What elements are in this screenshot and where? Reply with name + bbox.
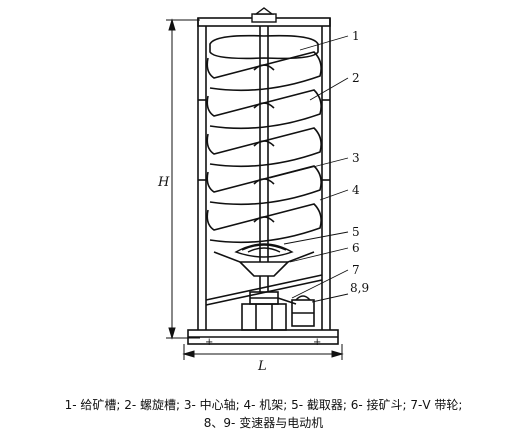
callout-7: 7	[352, 263, 360, 277]
legend-line-1: 1- 给矿槽; 2- 螺旋槽; 3- 中心轴; 4- 机架; 5- 截取器; 6…	[64, 398, 463, 412]
shaft-collar	[253, 178, 275, 185]
shaft-collar	[253, 102, 275, 109]
callout-3: 3	[352, 151, 360, 165]
callout-6: 6	[352, 241, 360, 255]
spiral-turn	[206, 89, 322, 130]
width-dimension	[182, 344, 344, 360]
width-label: L	[257, 359, 267, 374]
central-shaft	[259, 26, 269, 262]
height-dimension	[166, 18, 200, 340]
receiving-hopper	[213, 251, 315, 277]
shaft-collar	[253, 140, 275, 147]
base-plus-left: +	[205, 337, 213, 348]
spiral-turn	[206, 127, 322, 168]
legend-line-2: 8、9- 变速器与电动机	[203, 416, 324, 430]
shaft-collar	[253, 64, 275, 71]
callout-1: 1	[352, 29, 360, 43]
callout-4: 4	[352, 183, 360, 197]
callout-2: 2	[352, 71, 360, 85]
cutter	[234, 243, 294, 258]
callout-8-9: 8,9	[350, 281, 369, 295]
height-label: H	[157, 175, 170, 190]
spiral-turn	[206, 165, 322, 206]
shaft-collar	[253, 216, 275, 223]
callout-5: 5	[352, 225, 360, 239]
spiral-trough	[206, 51, 322, 244]
base-plus-right: +	[313, 337, 321, 348]
gearbox-and-motor	[277, 295, 315, 327]
spiral-turn	[206, 51, 322, 92]
spiral-turn	[206, 203, 322, 244]
leader-lines	[269, 35, 349, 303]
feed-trough	[209, 34, 319, 60]
top-fitting	[251, 7, 277, 23]
